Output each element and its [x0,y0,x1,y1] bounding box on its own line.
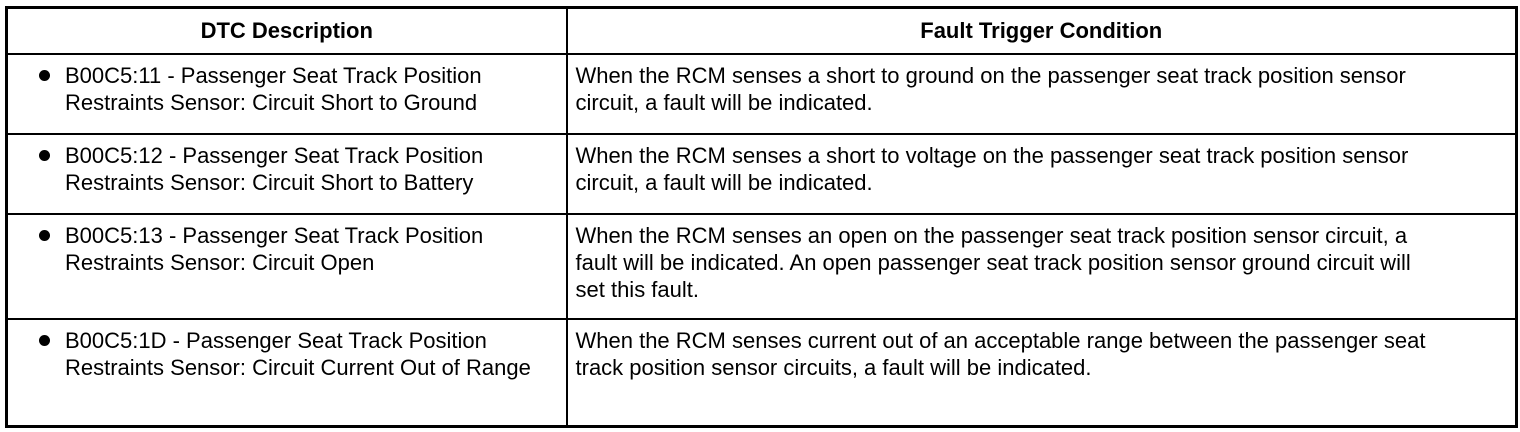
dtc-list-item: B00C5:12 - Passenger Seat Track Position… [9,142,556,196]
dtc-list-item: B00C5:11 - Passenger Seat Track Position… [9,62,556,116]
dtc-cell: B00C5:13 - Passenger Seat Track Position… [5,212,568,320]
dtc-cell: B00C5:1D - Passenger Seat Track Position… [5,317,568,428]
fault-condition-cell: When the RCM senses a short to voltage o… [565,132,1518,215]
dtc-list-item: B00C5:13 - Passenger Seat Track Position… [9,222,556,276]
dtc-description-text: B00C5:1D - Passenger Seat Track Position… [65,327,531,380]
dtc-description-text: B00C5:12 - Passenger Seat Track Position… [65,142,484,195]
fault-condition-cell: When the RCM senses a short to ground on… [565,52,1518,135]
dtc-description-text: B00C5:11 - Passenger Seat Track Position… [65,62,482,115]
table-row: B00C5:1D - Passenger Seat Track Position… [5,317,1518,428]
table-row: B00C5:13 - Passenger Seat Track Position… [5,212,1518,320]
fault-condition-text: When the RCM senses a short to ground on… [575,62,1406,115]
dtc-table: DTC Description Fault Trigger Condition … [5,6,1518,428]
dtc-description-text: B00C5:13 - Passenger Seat Track Position… [65,222,484,275]
bullet-icon [39,229,50,241]
dtc-cell: B00C5:11 - Passenger Seat Track Position… [5,52,568,135]
fault-condition-cell: When the RCM senses an open on the passe… [565,212,1518,320]
bullet-icon [39,149,50,161]
column-header-dtc-description: DTC Description [5,6,568,55]
column-header-fault-trigger-condition: Fault Trigger Condition [565,6,1518,55]
fault-condition-text: When the RCM senses a short to voltage o… [575,142,1409,195]
table-row: B00C5:12 - Passenger Seat Track Position… [5,132,1518,215]
fault-condition-text: When the RCM senses an open on the passe… [575,222,1411,302]
table-header-row: DTC Description Fault Trigger Condition [5,6,1518,55]
bullet-icon [39,69,50,81]
dtc-cell: B00C5:12 - Passenger Seat Track Position… [5,132,568,215]
fault-condition-text: When the RCM senses current out of an ac… [575,327,1426,380]
bullet-icon [39,334,50,346]
fault-condition-cell: When the RCM senses current out of an ac… [565,317,1518,428]
dtc-list-item: B00C5:1D - Passenger Seat Track Position… [9,327,556,381]
table-row: B00C5:11 - Passenger Seat Track Position… [5,52,1518,135]
